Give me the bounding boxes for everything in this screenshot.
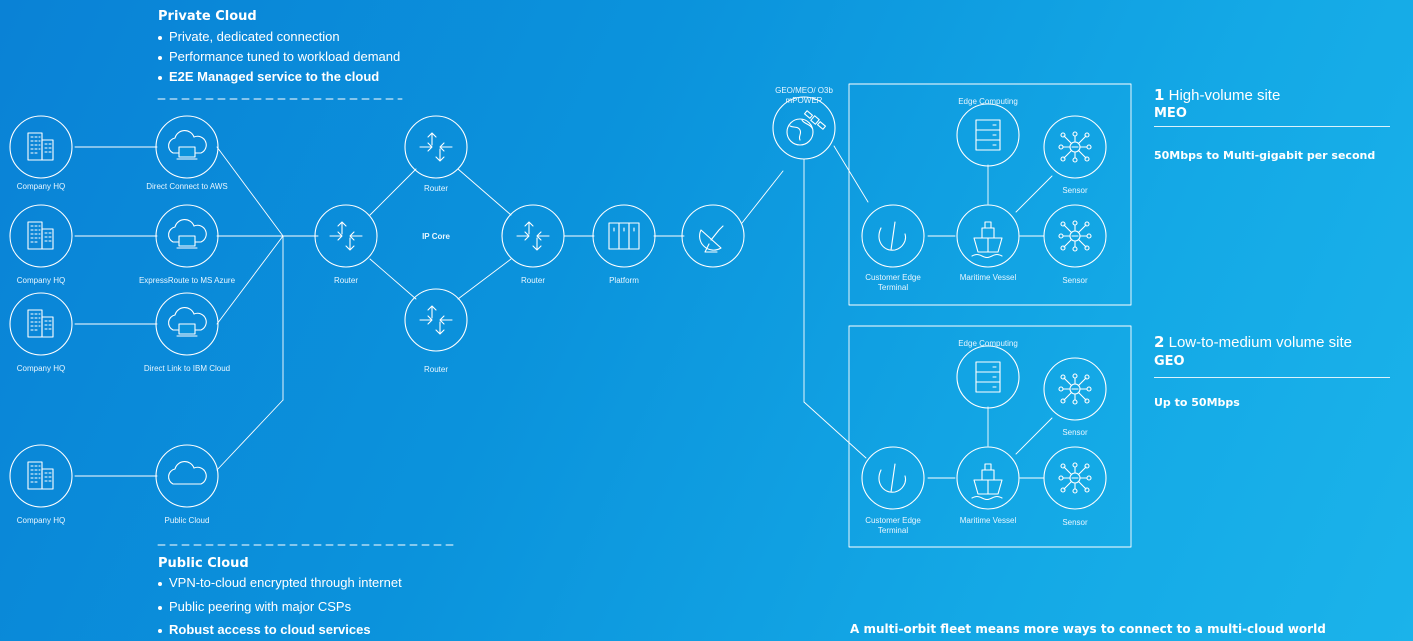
site1-orbit: MEO (1154, 106, 1187, 121)
connector-lines (74, 145, 869, 477)
company-hq-label: Company HQ (16, 182, 66, 191)
site2-vessel-icon (956, 446, 1020, 510)
site2-terminal-label: Customer Edge Terminal (865, 516, 921, 535)
site1-sensor-label: Sensor (1062, 276, 1088, 285)
private-cloud-bullet: E2E Managed service to the cloud (158, 67, 379, 87)
company-hq-4-icon (9, 444, 73, 508)
router-label: Router (520, 276, 545, 285)
site2-divider (1154, 377, 1390, 378)
site1-vessel-label: Maritime Vessel (959, 273, 1017, 282)
site1-box (848, 83, 1132, 306)
company-hq-1-icon (9, 115, 73, 179)
site2-orbit: GEO (1154, 354, 1185, 369)
site1-server-icon (956, 103, 1020, 167)
ibm-cloud-icon (155, 292, 219, 356)
private-cloud-title: Private Cloud (158, 9, 257, 24)
router-bottom-icon (404, 288, 468, 352)
site2-terminal-icon (861, 446, 925, 510)
site2-box (848, 325, 1132, 548)
private-cloud-bullet: Private, dedicated connection (158, 27, 340, 47)
site2-speed: Up to 50Mbps (1154, 396, 1240, 409)
public-cloud-title: Public Cloud (158, 556, 249, 571)
site1-speed: 50Mbps to Multi-gigabit per second (1154, 149, 1376, 162)
ground-antenna-icon (681, 204, 745, 268)
site2-vessel-label: Maritime Vessel (959, 516, 1017, 525)
site1-vessel-icon (956, 204, 1020, 268)
site2-sensor-label: Sensor (1062, 428, 1088, 437)
azure-label: ExpressRoute to MS Azure (138, 276, 236, 285)
site1-edge-computing-label: Edge Computing (958, 97, 1018, 106)
site1-terminal-icon (861, 204, 925, 268)
public-cloud-bullet: Public peering with major CSPs (158, 597, 351, 617)
site2-server-icon (956, 345, 1020, 409)
aws-cloud-icon (155, 115, 219, 179)
router-top-icon (404, 115, 468, 179)
company-hq-label: Company HQ (16, 276, 66, 285)
site2-heading: 2 Low-to-medium volume site (1154, 333, 1353, 351)
site1-divider (1154, 126, 1390, 127)
ibm-label: Direct Link to IBM Cloud (143, 364, 231, 373)
platform-label: Platform (609, 276, 639, 285)
private-cloud-bullet: Performance tuned to workload demand (158, 47, 400, 67)
aws-label: Direct Connect to AWS (146, 182, 228, 191)
router-label: Router (423, 365, 448, 374)
company-hq-label: Company HQ (16, 516, 66, 525)
public-cloud-label: Public Cloud (164, 516, 210, 525)
company-hq-3-icon (9, 292, 73, 356)
site1-sensor-bottom-icon (1043, 204, 1107, 268)
site2-sensor-bottom-icon (1043, 446, 1107, 510)
tagline: A multi-orbit fleet means more ways to c… (850, 622, 1326, 636)
public-cloud-bullet: Robust access to cloud services (158, 620, 371, 640)
router-label: Router (333, 276, 358, 285)
site2-sensor-top-icon (1043, 357, 1107, 421)
public-cloud-bullet: VPN-to-cloud encrypted through internet (158, 573, 402, 593)
company-hq-2-icon (9, 204, 73, 268)
site1-terminal-label: Customer Edge Terminal (865, 273, 921, 292)
router-label: Router (423, 184, 448, 193)
platform-icon (592, 204, 656, 268)
site1-heading: 1 High-volume site (1154, 86, 1281, 104)
public-cloud-icon (155, 444, 219, 508)
satellite-label: GEO/MEO/ O3b mPOWER (775, 86, 833, 105)
company-hq-label: Company HQ (16, 364, 66, 373)
site2-edge-computing-label: Edge Computing (958, 339, 1018, 348)
site1-sensor-top-icon (1043, 115, 1107, 179)
site1-sensor-label: Sensor (1062, 186, 1088, 195)
azure-cloud-icon (155, 204, 219, 268)
router-right-icon (501, 204, 565, 268)
router-left-icon (314, 204, 378, 268)
satellite-globe-icon (772, 96, 836, 160)
site2-sensor-label: Sensor (1062, 518, 1088, 527)
ip-core-label: IP Core (422, 232, 450, 241)
